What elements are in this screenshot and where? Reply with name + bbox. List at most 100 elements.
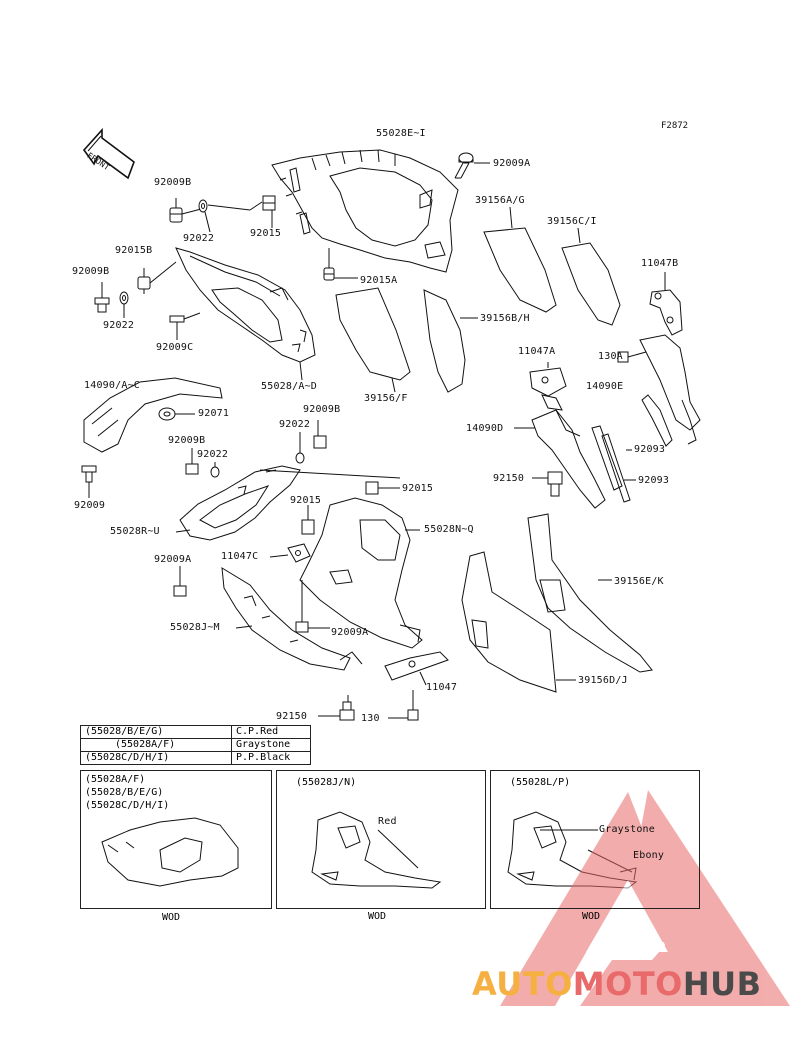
bracket-11047b-part	[649, 289, 683, 336]
callout-92009b-3: 92009B	[303, 404, 341, 415]
grommet-92015a-icon	[323, 267, 335, 281]
callout-92009c: 92009C	[156, 342, 194, 353]
callout-130a: 130A	[598, 351, 623, 362]
bolt-92150-icon	[547, 471, 563, 497]
bracket-11047-part	[384, 651, 449, 681]
callout-92093-2: 92093	[638, 475, 670, 486]
table-cell-color: P.P.Black	[231, 751, 311, 765]
screw-92009a-mid-icon	[173, 585, 187, 597]
clip-92015-icon	[262, 195, 276, 211]
panel-39156ci-part	[561, 242, 621, 326]
screw-92009b-left-icon	[94, 297, 110, 313]
callout-92009b-1: 92009B	[154, 177, 192, 188]
inner-panel-39156f-part	[335, 287, 411, 381]
table-row: (55028/B/E/G) C.P.Red	[80, 725, 311, 739]
bracket-11047a-part	[529, 367, 567, 411]
table-cell-color: Graystone	[231, 738, 311, 752]
callout-39156d-j: 39156D/J	[578, 675, 628, 686]
callout-92015-1: 92015	[250, 228, 282, 239]
callout-55028j-m: 55028J~M	[170, 622, 220, 633]
bolt-92150-bottom-icon	[339, 701, 355, 721]
variant-2-note: WOD	[368, 911, 387, 922]
screw-92009b-mid-icon	[185, 463, 199, 475]
variant-3-title: (55028L/P)	[510, 777, 571, 788]
bolt-130a-icon	[617, 351, 647, 363]
callout-92015-3: 92015	[402, 483, 434, 494]
callout-11047: 11047	[426, 682, 458, 693]
panel-39156dj-part	[461, 551, 557, 693]
callout-92009a-top: 92009A	[493, 158, 531, 169]
table-cell-code: (55028C/D/H/I)	[80, 751, 232, 765]
variant-1-title: (55028A/F) (55028/B/E/G) (55028C/D/H/I)	[85, 774, 170, 811]
lower-cowl-55028jm-part	[221, 567, 363, 671]
table-cell-color: C.P.Red	[231, 725, 311, 739]
grommet-92071-icon	[158, 407, 176, 421]
inner-panel-39156bh-part	[423, 289, 466, 393]
callout-92150-1: 92150	[493, 473, 525, 484]
bolt-92015b-icon	[137, 276, 151, 294]
callout-11047a: 11047A	[518, 346, 556, 357]
panel-39156ag-part	[483, 227, 557, 313]
washer-92022-right-icon	[295, 452, 305, 464]
automotohub-wordmark: AUTOMOTOHUB	[472, 965, 762, 1003]
variant-box-3	[490, 770, 700, 909]
callout-39156c-i: 39156C/I	[547, 216, 597, 227]
screw-92009a-bottom-icon	[295, 621, 309, 633]
variant-cowl-drawing-1	[101, 817, 239, 887]
variant-box-1	[80, 770, 272, 909]
automotohub-logo-icon	[500, 790, 790, 1006]
variant-2-title: (55028J/N)	[296, 777, 357, 788]
figure-id: F2872	[661, 121, 689, 131]
brand-part-moto: MOTO	[572, 965, 683, 1003]
callout-39156b-h: 39156B/H	[480, 313, 530, 324]
callout-92015-2: 92015	[290, 495, 322, 506]
front-arrow-icon	[82, 127, 135, 180]
callout-92022-4: 92022	[197, 449, 229, 460]
callout-92022-3: 92022	[279, 419, 311, 430]
variant-3-note: WOD	[582, 911, 601, 922]
screw-92009b-right-icon	[313, 435, 327, 449]
callout-14090-a-c: 14090/A~C	[84, 380, 140, 391]
table-row: (55028A/F) Graystone	[80, 738, 311, 752]
washer-92022-icon	[198, 199, 208, 213]
bracket-14090ac-part	[83, 377, 223, 453]
callout-92009b-4: 92009B	[168, 435, 206, 446]
callout-92150-2: 92150	[276, 711, 308, 722]
lower-cowl-55028ru-part	[179, 465, 301, 541]
lower-side-cowl-55028nq-part	[299, 497, 423, 649]
callout-92009b-2: 92009B	[72, 266, 110, 277]
callout-55028-a-d: 55028/A~D	[261, 381, 317, 392]
washer-92022-left-icon	[119, 291, 129, 305]
bracket-14090e-part	[639, 334, 701, 447]
bolt-130-icon	[407, 709, 419, 721]
callout-92009: 92009	[74, 500, 106, 511]
callout-92022-2: 92022	[103, 320, 135, 331]
callout-14090d: 14090D	[466, 423, 504, 434]
callout-39156e-k: 39156E/K	[614, 576, 664, 587]
callout-39156a-g: 39156A/G	[475, 195, 525, 206]
callout-55028n-q: 55028N~Q	[424, 524, 474, 535]
callout-55028e-i: 55028E~I	[376, 128, 426, 139]
washer-92022-mid-icon	[210, 466, 220, 478]
callout-92015a: 92015A	[360, 275, 398, 286]
strip-92093-part	[591, 425, 631, 503]
bracket-11047c-part	[287, 543, 311, 563]
callout-11047c: 11047C	[221, 551, 259, 562]
variant-1-note: WOD	[162, 912, 181, 923]
variant-2-color-label: Red	[378, 816, 397, 827]
screw-92009-icon	[81, 465, 97, 483]
table-cell-code: (55028/B/E/G)	[80, 725, 232, 739]
screw-92009b-icon	[169, 207, 183, 223]
callout-55028r-u: 55028R~U	[110, 526, 160, 537]
upper-inner-cowl-part	[271, 149, 459, 273]
clip-92015-mid-icon	[301, 519, 315, 535]
callout-92022-1: 92022	[183, 233, 215, 244]
variant-cowl-drawing-2	[311, 811, 442, 889]
callout-92009a-3: 92009A	[331, 627, 369, 638]
callout-14090e: 14090E	[586, 381, 624, 392]
side-cowl-55028-part	[175, 247, 316, 363]
panel-39156ek-part	[527, 513, 653, 673]
callout-92093-1: 92093	[634, 444, 666, 455]
